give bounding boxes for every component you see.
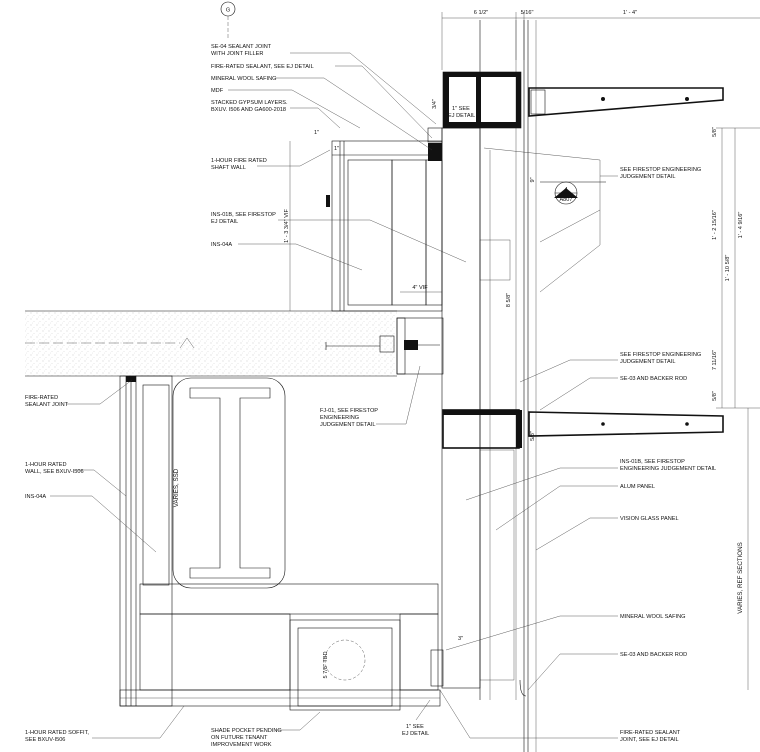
fj01-label-2: ENGINEERING [320, 415, 359, 421]
shaft-wall-label-2: SHAFT WALL [211, 165, 246, 171]
dim-7-11-16: 7 11/16" [712, 350, 718, 370]
gypsum-label-2: BXUV. I506 AND GA600-2018 [211, 107, 286, 113]
callouts-bottom-left: FIRE-RATED SEALANT JOINT 1-HOUR RATED WA… [25, 365, 431, 748]
ins01b-right-label-1: INS-01B, SEE FIRESTOP [620, 459, 685, 465]
mineral-wool-right-label: MINERAL WOOL SAFING [620, 614, 685, 620]
dim-1-top: 1" [314, 130, 319, 136]
middle-sunshade [442, 409, 724, 449]
ins01b-top-label-2: EJ DETAIL [211, 219, 238, 225]
fj01-label-3: JUDGEMENT DETAIL [320, 422, 375, 428]
steel-beam: VARIES, SSD [172, 377, 286, 589]
fire-sealant-joint-label-2: SEALANT JOINT [25, 402, 69, 408]
dim-9: 9" [530, 177, 536, 182]
varies-ssd-label: VARIES, SSD [173, 468, 180, 507]
fire-sealant-bottom-label-1: FIRE-RATED SEALANT [620, 730, 681, 736]
firestop-top-label-2: JUDGEMENT DETAIL [620, 174, 675, 180]
dim-5-8-top: 5/8" [712, 127, 718, 137]
ej-bottom-label-1: 1" SEE [406, 724, 424, 730]
dim-3-4: 3/4" [432, 99, 438, 109]
shade-pocket-label-1: SHADE POCKET PENDING [211, 728, 282, 734]
dim-1-left: 1" [334, 146, 339, 152]
fire-sealant-joint-label-1: FIRE-RATED [25, 395, 58, 401]
gypsum-label-1: STACKED GYPSUM LAYERS. [211, 100, 288, 106]
dim-1-2-15-16: 1' - 2 15/16" [712, 210, 718, 240]
dim-6-1-2: 6 1/2" [474, 10, 488, 16]
vision-glass-label: VISION GLASS PANEL [620, 516, 679, 522]
dim-1-4-9-16: 1' - 4 9/16" [738, 212, 744, 239]
curtain-wall-lines [479, 20, 537, 752]
mdf-label: MDF [211, 88, 224, 94]
ej-top-note-2: EJ DETAIL [448, 113, 475, 119]
section-number: 4 [564, 187, 567, 193]
fire-sealant-ej-label: FIRE-RATED SEALANT, SEE EJ DETAIL [211, 64, 314, 70]
dim-1-4: 1' - 4" [623, 10, 637, 16]
grid-bubble-label: G [226, 8, 230, 14]
ins01b-top-label-1: INS-01B, SEE FIRESTOP [211, 212, 276, 218]
se03-bottom-label: SE-03 AND BACKER ROD [620, 652, 687, 658]
section-sheet: A807 [559, 197, 572, 203]
lower-rated-wall [119, 375, 173, 707]
ins04a-bottom-label: INS-04A [25, 494, 46, 500]
slab-anchor [325, 335, 440, 353]
shade-pocket-label-3: IMPROVEMENT WORK [211, 742, 272, 748]
spandrel-cavity [441, 127, 515, 689]
mineral-wool-top-label: MINERAL WOOL SAFING [211, 76, 276, 82]
fire-sealant-bottom-label-2: JOINT, SEE EJ DETAIL [620, 737, 679, 743]
firestop-top-label-1: SEE FIRESTOP ENGINEERING [620, 167, 701, 173]
dim-5-16: 5/16" [521, 10, 534, 16]
dim-5-8-mid: 5/8" [712, 391, 718, 401]
soffit-label-1: 1-HOUR RATED SOFFIT, [25, 730, 89, 736]
dim-1-3-3-4-vif: 1' - 3 3/4" VIF [284, 209, 290, 243]
section-cut-marker: 4 A807 [540, 181, 606, 205]
right-dimension-strings: 5/8" 1' - 2 15/16" 1' - 4 9/16" 1' - 10 … [712, 127, 760, 690]
shaft-wall-label-1: 1-HOUR FIRE RATED [211, 158, 267, 164]
ej-top-note-1: 1" SEE [452, 106, 470, 112]
callouts-right: SEE FIRESTOP ENGINEERING JUDGEMENT DETAI… [439, 147, 716, 743]
dim-5-7-8: 5 7/8" TBD [323, 651, 329, 678]
dim-3: 3" [458, 636, 463, 642]
firestop-mid-label-1: SEE FIRESTOP ENGINEERING [620, 352, 701, 358]
concrete-slab [25, 310, 397, 377]
top-dimension-string: 6 1/2" 5/16" 1' - 4" [441, 10, 760, 70]
shade-pocket-label-2: ON FUTURE TENANT [211, 735, 268, 741]
se04-label-1: SE-04 SEALANT JOINT [211, 44, 272, 50]
rated-wall-label-2: WALL, SEE BXUV-I506 [25, 469, 84, 475]
ins01b-right-label-2: ENGINEERING JUDGEMENT DETAIL [620, 466, 716, 472]
varies-ref-sections-label: VARIES, REF SECTIONS [737, 542, 744, 613]
se03-top-label: SE-03 AND BACKER ROD [620, 376, 687, 382]
dim-1-10-5-8: 1' - 10 5/8" [725, 255, 731, 282]
top-sunshade: 1" SEE EJ DETAIL [427, 71, 724, 161]
ej-bottom-label-2: EJ DETAIL [402, 731, 429, 737]
dim-8-5-8: 8 5/8" [506, 293, 512, 307]
dim-5-8-low: 5/8" [530, 431, 536, 441]
firestop-mid-label-2: JUDGEMENT DETAIL [620, 359, 675, 365]
soffit-label-2: SEE BXUV-I506 [25, 737, 65, 743]
ins04a-top-label: INS-04A [211, 242, 232, 248]
slab-edge-firestop [396, 317, 444, 375]
soffit-assembly: 5 7/8" TBD [119, 583, 527, 711]
dim-4-vif: 4" VIF [412, 285, 428, 291]
rated-wall-label-1: 1-HOUR RATED [25, 462, 67, 468]
se04-label-2: WITH JOINT FILLER [211, 51, 263, 57]
alum-panel-label: ALUM PANEL [620, 484, 655, 490]
shaft-marker [326, 195, 330, 207]
interior-dimensions: 1' - 3 3/4" VIF 4" VIF 1" 1" 3/4" 9" 8 5… [284, 99, 536, 642]
fj01-label-1: FJ-01, SEE FIRESTOP [320, 408, 378, 414]
callouts-top-left: SE-04 SEALANT JOINT WITH JOINT FILLER FI… [211, 44, 467, 271]
grid-line-g: G [220, 1, 236, 40]
